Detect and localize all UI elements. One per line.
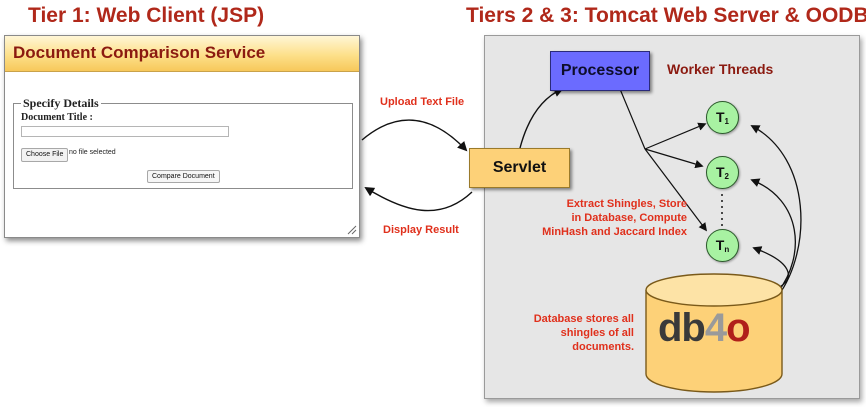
- no-file-text: no file selected: [69, 149, 116, 156]
- db-to-t2-arrow: [750, 178, 796, 293]
- thread-letter: T: [715, 109, 725, 125]
- extract-shingles-text: Extract Shingles, Store in Database, Com…: [525, 197, 687, 239]
- processor-box: Processor: [550, 51, 650, 91]
- web-client-window: Document Comparison Service Specify Deta…: [4, 35, 360, 238]
- client-header: Document Comparison Service: [5, 36, 359, 72]
- db-to-t1-arrow: [750, 125, 802, 297]
- servlet-box: Servlet: [469, 148, 570, 188]
- extract-line: MinHash and Jaccard Index: [542, 226, 687, 238]
- tier1-title: Tier 1: Web Client (JSP): [28, 4, 265, 27]
- upload-arrow: [361, 119, 468, 152]
- tier23-title: Tiers 2 & 3: Tomcat Web Server & OODB: [466, 4, 866, 27]
- extract-line: Extract Shingles, Store: [566, 198, 687, 210]
- choose-file-button[interactable]: Choose File: [21, 148, 69, 162]
- resize-grip-icon[interactable]: [345, 223, 357, 235]
- upload-label: Upload Text File: [380, 96, 465, 108]
- database-cylinder-icon: [645, 273, 783, 393]
- thread-letter: T: [715, 164, 725, 180]
- db4o-logo-four: 4: [704, 306, 727, 350]
- compare-document-button[interactable]: Compare Document: [147, 170, 220, 183]
- display-arrow: [364, 186, 473, 212]
- details-fieldset: [13, 103, 353, 189]
- fan-to-t2-arrow: [644, 148, 704, 169]
- document-title-input[interactable]: [21, 126, 229, 137]
- fan-to-t1-arrow: [644, 122, 707, 150]
- processor-to-t1-line: [619, 88, 646, 150]
- document-title-label: Document Title :: [21, 112, 93, 123]
- extract-line: in Database, Compute: [571, 212, 687, 224]
- thread-t1: T1: [706, 101, 739, 134]
- thread-subscript: n: [724, 245, 730, 254]
- details-legend: Specify Details: [21, 96, 101, 111]
- db4o-logo: db4o: [658, 306, 751, 351]
- thread-tn: Tn: [706, 229, 739, 262]
- db-caption-line: documents.: [572, 341, 634, 353]
- thread-subscript: 2: [724, 172, 729, 181]
- servlet-to-processor-arrow: [519, 87, 564, 149]
- db4o-logo-o: o: [726, 306, 750, 350]
- thread-letter: T: [715, 237, 725, 253]
- db-caption-line: shingles of all: [560, 327, 634, 339]
- db-caption-line: Database stores all: [533, 313, 634, 325]
- thread-subscript: 1: [724, 117, 729, 126]
- database-caption: Database stores all shingles of all docu…: [520, 312, 634, 354]
- db4o-logo-db: db: [658, 306, 706, 350]
- display-label: Display Result: [383, 224, 459, 236]
- client-header-title: Document Comparison Service: [13, 43, 266, 62]
- fan-to-tn-arrow: [644, 148, 708, 232]
- db-to-tn-arrow: [752, 246, 789, 289]
- worker-threads-label: Worker Threads: [667, 61, 774, 77]
- thread-t2: T2: [706, 156, 739, 189]
